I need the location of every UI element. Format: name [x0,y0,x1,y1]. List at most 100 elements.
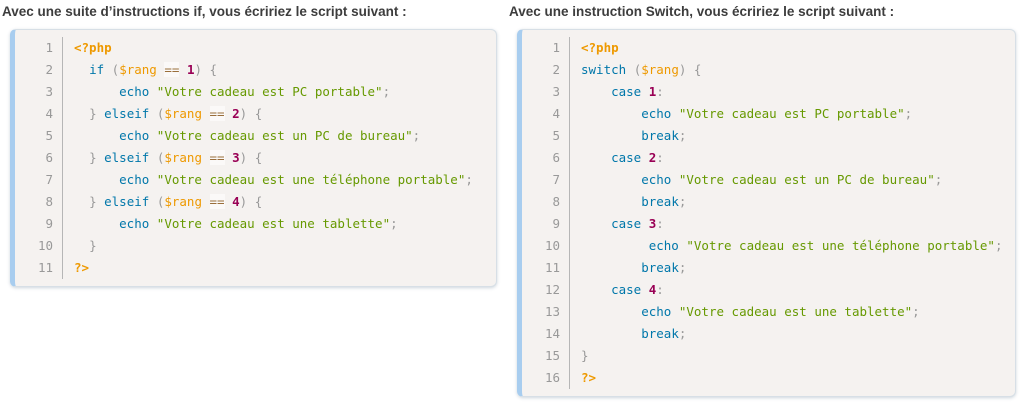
code-token-punctuation: } [89,150,97,165]
code-token-plain-text [581,150,611,165]
code-line: 7 echo "Votre cadeau est un PC de bureau… [522,169,1015,191]
code-line-content: break; [570,323,686,345]
code-token-punctuation: } [581,348,589,363]
code-token-punctuation: : [656,150,664,165]
code-line: 2 if ($rang == 1) { [15,59,496,81]
code-token-variable: $rang [119,62,157,77]
code-token-plain-text [581,194,641,209]
code-token-plain-text [149,106,157,121]
code-line-content: echo "Votre cadeau est une tablette"; [63,213,397,235]
code-token-plain-text [247,106,255,121]
code-token-plain-text [671,304,679,319]
code-token-plain-text [202,194,210,209]
code-token-number: 4 [648,282,657,297]
code-token-variable: $rang [164,194,202,209]
code-token-punctuation: ) [239,194,248,209]
code-token-plain-text [179,62,187,77]
line-number: 9 [522,213,570,235]
code-token-keyword: elseif [104,106,150,121]
code-token-punctuation: ( [156,106,165,121]
code-token-plain-text [74,62,89,77]
code-token-plain-text [581,84,611,99]
line-number: 2 [522,59,570,81]
line-number: 10 [15,235,63,257]
code-token-plain-text [74,84,119,99]
code-token-php-delimiter: <?php [581,40,619,55]
line-number: 15 [522,345,570,367]
code-line: 8 break; [522,191,1015,213]
line-number: 12 [522,279,570,301]
code-token-plain-text [247,150,255,165]
code-token-punctuation: ; [465,172,473,187]
code-token-punctuation: ; [678,326,687,341]
switch-example-heading: Avec une instruction Switch, vous écriri… [509,4,895,19]
line-number: 9 [15,213,63,235]
code-token-keyword: case [611,150,642,165]
code-token-keyword: echo [119,172,150,187]
code-token-punctuation: ; [412,128,421,143]
code-token-keyword: echo [641,106,672,121]
code-line-content: } elseif ($rang == 4) { [63,191,262,213]
code-token-punctuation: ) [239,106,248,121]
code-token-plain-text [74,238,89,253]
line-number: 4 [522,103,570,125]
code-token-keyword: echo [119,216,150,231]
code-token-plain-text [225,194,233,209]
code-token-string: "Votre cadeau est PC portable" [156,84,383,99]
code-line-content: } [570,345,589,367]
code-token-number: 1 [648,84,657,99]
code-token-plain-text [149,194,157,209]
line-number: 3 [522,81,570,103]
code-token-plain-text [247,194,255,209]
code-token-keyword: echo [641,172,672,187]
code-token-plain-text [202,106,210,121]
code-line-content: <?php [63,37,112,59]
code-token-plain-text [202,150,210,165]
code-token-plain-text [641,84,649,99]
line-number: 5 [15,125,63,147]
code-token-keyword: break [641,194,679,209]
code-line-content: ?> [63,257,89,279]
code-token-keyword: echo [119,128,150,143]
code-token-plain-text [686,62,694,77]
code-line: 10 } [15,235,496,257]
code-token-plain-text [149,150,157,165]
code-line-content: echo "Votre cadeau est PC portable"; [63,81,390,103]
code-line-content: echo "Votre cadeau est une tablette"; [570,301,919,323]
code-token-plain-text [581,304,641,319]
code-token-keyword: break [641,326,679,341]
code-token-number: 4 [232,194,240,209]
code-line-content: echo "Votre cadeau est PC portable"; [570,103,912,125]
code-token-plain-text [225,106,233,121]
code-line: 9 echo "Votre cadeau est une tablette"; [15,213,496,235]
code-line-content: case 3: [570,213,664,235]
code-token-plain-text [149,216,157,231]
code-token-string: "Votre cadeau est une tablette" [678,304,913,319]
code-line-content: <?php [570,37,619,59]
code-line-content: case 2: [570,147,664,169]
code-token-plain-text [97,150,105,165]
code-token-plain-text [97,194,105,209]
code-token-punctuation: ; [678,128,687,143]
code-token-punctuation: : [656,282,664,297]
code-token-punctuation: ; [678,194,687,209]
code-line: 13 echo "Votre cadeau est une tablette"; [522,301,1015,323]
code-token-number: 3 [648,216,657,231]
code-token-plain-text [104,62,112,77]
code-line-content: echo "Votre cadeau est un PC de bureau"; [570,169,942,191]
line-number: 2 [15,59,63,81]
code-token-punctuation: ( [111,62,120,77]
code-line: 15} [522,345,1015,367]
code-line: 4 echo "Votre cadeau est PC portable"; [522,103,1015,125]
code-token-variable: $rang [641,62,679,77]
code-token-keyword: if [89,62,105,77]
code-line: 1<?php [522,37,1015,59]
code-token-plain-text [671,172,679,187]
code-token-punctuation: { [254,106,263,121]
code-token-plain-text [74,172,119,187]
code-token-punctuation: { [254,150,263,165]
code-token-php-delimiter: ?> [74,260,90,275]
